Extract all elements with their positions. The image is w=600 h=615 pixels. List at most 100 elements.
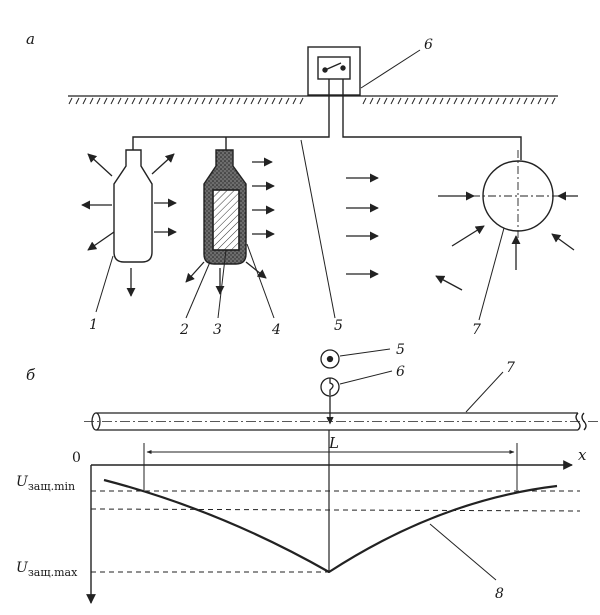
ground-hatch-tick	[152, 97, 157, 105]
ground-hatch-tick	[75, 97, 80, 105]
ground-hatch-tick	[453, 97, 458, 105]
ground-hatch-tick	[376, 97, 381, 105]
callout-b-5: 5	[396, 342, 405, 358]
ground-hatch-tick	[362, 97, 367, 105]
ground-hatch-tick	[271, 97, 276, 105]
ground-hatch-tick	[537, 97, 542, 105]
ground-hatch-tick	[215, 97, 220, 105]
current-flow-arrows	[81, 153, 578, 297]
ground-hatch-tick	[516, 97, 521, 105]
ground-hatch-tick	[145, 97, 150, 105]
current-arrow	[551, 233, 575, 251]
ground-hatch-tick	[159, 97, 164, 105]
ground-hatch-tick	[124, 97, 129, 105]
ground-hatch-tick	[523, 97, 528, 105]
ground-hatch-tick	[96, 97, 101, 105]
callout-b-8: 8	[495, 586, 504, 602]
ground-hatch-tick	[173, 97, 178, 105]
ground-hatch-tick	[292, 97, 297, 105]
ground-hatch-tick	[551, 97, 556, 105]
ground-hatch-tick	[166, 97, 171, 105]
callout-leader-8	[429, 523, 497, 581]
ground-hatch-tick	[418, 97, 423, 105]
ground-hatch-tick	[390, 97, 395, 105]
power-source-station	[307, 46, 361, 96]
callout-leaders-b-top	[339, 348, 504, 413]
ground-hatch-tick	[278, 97, 283, 105]
ground-hatch-tick	[404, 97, 409, 105]
ground-hatch-tick	[509, 97, 514, 105]
source-symbols	[320, 349, 340, 425]
connecting-cables	[132, 79, 522, 160]
ground-hatch-tick	[502, 97, 507, 105]
current-arrow	[87, 231, 115, 251]
protection-span	[143, 443, 518, 490]
ground-hatch-tick	[208, 97, 213, 105]
ground-hatch-tick	[369, 97, 374, 105]
ground-hatch-tick	[488, 97, 493, 105]
pipeline-cross-section	[472, 150, 564, 242]
callout-7: 7	[472, 322, 481, 338]
ground-hatch-tick	[285, 97, 290, 105]
ground-hatch-tick	[299, 97, 304, 105]
current-arrow	[151, 153, 175, 175]
current-arrow	[451, 225, 485, 247]
ground-hatch-tick	[264, 97, 269, 105]
callout-1: 1	[89, 317, 98, 333]
ground-hatch-tick	[439, 97, 444, 105]
ground-hatch-tick	[474, 97, 479, 105]
ground-hatch-tick	[180, 97, 185, 105]
span-label: L	[328, 434, 339, 452]
ground-hatch-tick	[222, 97, 227, 105]
ground-hatch-tick	[110, 97, 115, 105]
callout-leaders-a	[95, 49, 505, 321]
ground-hatch-tick	[131, 97, 136, 105]
ground-hatch-tick	[425, 97, 430, 105]
ground-hatch-tick	[138, 97, 143, 105]
ground-hatch-tick	[187, 97, 192, 105]
ground-hatch-tick	[544, 97, 549, 105]
backfilled-anode	[203, 149, 247, 265]
potential-axes	[86, 430, 573, 604]
ground-hatch-tick	[89, 97, 94, 105]
ground-hatch-tick	[82, 97, 87, 105]
u-min-label: Uзащ.min	[16, 474, 75, 493]
ground-hatch-tick	[495, 97, 500, 105]
ground-hatch-tick	[467, 97, 472, 105]
panel-b-label: б	[26, 366, 36, 384]
x-axis-label: x	[578, 446, 587, 464]
callout-6: 6	[424, 37, 433, 53]
ground-hatch-tick	[194, 97, 199, 105]
ground-hatch-tick	[432, 97, 437, 105]
callout-labels-a: 1 2 3 4 5 6 7	[89, 37, 481, 338]
ground-hatch-tick	[243, 97, 248, 105]
ground-hatch-tick	[460, 97, 465, 105]
callout-2: 2	[179, 322, 189, 338]
ground-hatch-tick	[530, 97, 535, 105]
ground-hatch-tick	[201, 97, 206, 105]
ground-hatch-tick	[250, 97, 255, 105]
current-arrow	[185, 261, 205, 283]
panel-a-label: а	[26, 30, 35, 48]
ground-hatch-tick	[68, 97, 73, 105]
current-arrow	[435, 275, 463, 291]
current-arrow	[87, 153, 113, 177]
ground-hatch-tick	[397, 97, 402, 105]
callout-b-7: 7	[506, 360, 515, 376]
callout-4: 4	[271, 322, 281, 338]
ground-hatch-tick	[229, 97, 234, 105]
callout-5: 5	[334, 318, 343, 334]
u-max-label: Uзащ.max	[16, 560, 78, 579]
ground-hatch-tick	[481, 97, 486, 105]
ground-surface	[68, 95, 558, 105]
callout-b-6: 6	[396, 364, 405, 380]
ground-hatch-tick	[117, 97, 122, 105]
ground-hatch-tick	[411, 97, 416, 105]
pipeline-long-view	[84, 412, 598, 431]
reference-levels	[90, 490, 581, 573]
anode-electrode	[113, 149, 153, 263]
origin-label: 0	[72, 450, 81, 466]
ground-hatch-tick	[383, 97, 388, 105]
